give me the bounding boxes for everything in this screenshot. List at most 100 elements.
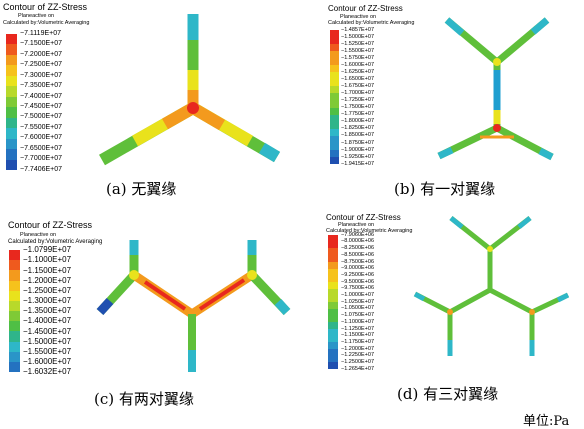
legend-swatch bbox=[6, 96, 17, 108]
legend-swatch bbox=[330, 100, 339, 108]
legend-label: −1.4857E+07 bbox=[341, 26, 375, 33]
legend-labels: −1.4857E+07−1.5000E+07−1.5250E+07−1.5500… bbox=[341, 26, 401, 167]
legend-label: −1.3500E+07 bbox=[23, 306, 72, 316]
legend-swatch bbox=[328, 322, 338, 329]
unit-label: 单位:Pa bbox=[523, 414, 570, 429]
legend-label: −1.4000E+07 bbox=[23, 316, 72, 326]
legend-label: −1.5500E+07 bbox=[23, 346, 72, 356]
contour-title: Contour of ZZ-Stress bbox=[326, 213, 401, 222]
legend-label: −1.5500E+07 bbox=[341, 47, 375, 54]
legend-label: −1.2250E+07 bbox=[341, 352, 375, 359]
legend-label: −1.6500E+07 bbox=[341, 76, 375, 83]
legend-swatch bbox=[6, 149, 17, 160]
legend-swatch bbox=[330, 72, 339, 80]
legend-label: −1.2000E+07 bbox=[23, 275, 72, 285]
legend-label: −7.4000E+07 bbox=[20, 92, 63, 100]
legend-swatch bbox=[9, 341, 20, 352]
legend-swatch bbox=[330, 107, 339, 115]
legend-label: −1.7250E+07 bbox=[341, 97, 375, 104]
legend-swatch bbox=[6, 65, 17, 76]
legend-label: −1.7000E+07 bbox=[341, 90, 375, 97]
legend-swatch bbox=[330, 30, 339, 38]
legend-label: −1.1000E+07 bbox=[23, 255, 72, 265]
legend-label: −1.9415E+07 bbox=[341, 160, 375, 167]
legend-label: −7.5500E+07 bbox=[20, 123, 63, 131]
legend-label: −1.8250E+07 bbox=[341, 125, 375, 132]
legend-labels: −7.9060E+06−8.0000E+06−8.2500E+06−8.5000… bbox=[341, 231, 401, 372]
legend-label: −1.1500E+07 bbox=[341, 332, 375, 339]
contour-title: Contour of ZZ-Stress bbox=[3, 2, 88, 12]
legend-swatch bbox=[9, 270, 20, 281]
legend-swatch bbox=[9, 331, 20, 342]
legend-swatch bbox=[328, 335, 338, 343]
contour-plot bbox=[99, 14, 281, 166]
legend-swatch bbox=[330, 135, 339, 143]
legend-label: −1.4500E+07 bbox=[23, 326, 72, 336]
legend-label: −7.5000E+07 bbox=[20, 113, 63, 121]
legend-swatch bbox=[9, 250, 20, 261]
legend-label: −1.6250E+07 bbox=[341, 69, 375, 76]
legend-label: −7.3500E+07 bbox=[20, 82, 63, 90]
legend-swatch bbox=[328, 241, 338, 249]
legend-swatch bbox=[328, 248, 338, 256]
legend-labels: −7.1119E+07−7.1500E+07−7.2000E+07−7.2500… bbox=[20, 30, 90, 173]
plane-label: Planeactive on bbox=[338, 222, 375, 228]
legend-swatch bbox=[328, 268, 338, 276]
legend-label: −1.5000E+07 bbox=[341, 33, 375, 40]
legend-label: −1.0000E+07 bbox=[341, 292, 375, 298]
legend-swatch bbox=[330, 79, 339, 87]
legend-swatch bbox=[330, 37, 339, 45]
legend-swatch bbox=[328, 275, 338, 282]
plane-label: Planeactive on bbox=[18, 13, 55, 19]
contour-title: Contour of ZZ-Stress bbox=[8, 220, 93, 230]
caption: (d) 有三对翼缘 bbox=[397, 385, 499, 403]
legend-swatch bbox=[330, 156, 339, 164]
legend-label: −1.7500E+07 bbox=[341, 104, 375, 111]
legend-label: −1.1500E+07 bbox=[23, 265, 72, 275]
legend-labels: −1.0799E+07−1.1000E+07−1.1500E+07−1.2000… bbox=[23, 245, 93, 376]
legend-label: −7.4500E+07 bbox=[20, 103, 63, 111]
legend-swatch bbox=[9, 300, 20, 312]
legend-label: −1.8000E+07 bbox=[341, 118, 375, 125]
caption: (a) 无翼缘 bbox=[106, 180, 177, 198]
legend-label: −7.6500E+07 bbox=[20, 144, 63, 152]
legend-swatch bbox=[6, 159, 17, 171]
legend-label: −9.7500E+06 bbox=[341, 285, 375, 292]
legend-swatch bbox=[328, 355, 338, 363]
legend-label: −1.1250E+07 bbox=[341, 325, 375, 332]
legend-swatch bbox=[330, 142, 339, 150]
legend-label: −1.6000E+07 bbox=[23, 357, 72, 367]
legend-swatch bbox=[328, 261, 338, 269]
legend-swatch bbox=[328, 342, 338, 349]
legend-label: −1.2500E+07 bbox=[23, 285, 72, 295]
legend-swatch bbox=[328, 362, 338, 370]
legend-label: −7.9060E+06 bbox=[341, 231, 375, 238]
legend-label: −1.5750E+07 bbox=[341, 54, 375, 61]
legend-label: −1.3000E+07 bbox=[23, 296, 72, 306]
legend-label: −8.0000E+06 bbox=[341, 238, 375, 245]
legend-swatch bbox=[330, 86, 339, 94]
legend-label: −1.8750E+07 bbox=[341, 139, 375, 146]
legend-label: −1.1000E+07 bbox=[341, 318, 375, 325]
legend-swatch bbox=[330, 44, 339, 52]
legend-swatch bbox=[9, 280, 20, 291]
legend-swatch bbox=[6, 34, 17, 45]
legend-swatch bbox=[328, 328, 338, 336]
legend-label: −1.2500E+07 bbox=[341, 359, 375, 365]
legend-swatch bbox=[330, 51, 339, 59]
legend-label: −8.7500E+06 bbox=[341, 258, 375, 265]
legend-label: −1.6000E+07 bbox=[341, 61, 375, 68]
legend-label: −1.5000E+07 bbox=[23, 336, 72, 346]
legend-swatch bbox=[328, 315, 338, 323]
legend-label: −7.1500E+07 bbox=[20, 40, 63, 48]
legend-label: −1.2654E+07 bbox=[341, 365, 375, 372]
legend-label: −1.8500E+07 bbox=[341, 132, 375, 139]
calc-label: Calculated by:Volumetric Averaging bbox=[328, 20, 415, 26]
legend-swatch bbox=[328, 308, 338, 316]
legend-label: −1.7750E+07 bbox=[341, 111, 375, 118]
legend-swatch bbox=[330, 149, 339, 157]
legend-swatch bbox=[6, 54, 17, 66]
plane-label: Planeactive on bbox=[20, 232, 57, 238]
color-legend bbox=[6, 34, 17, 171]
